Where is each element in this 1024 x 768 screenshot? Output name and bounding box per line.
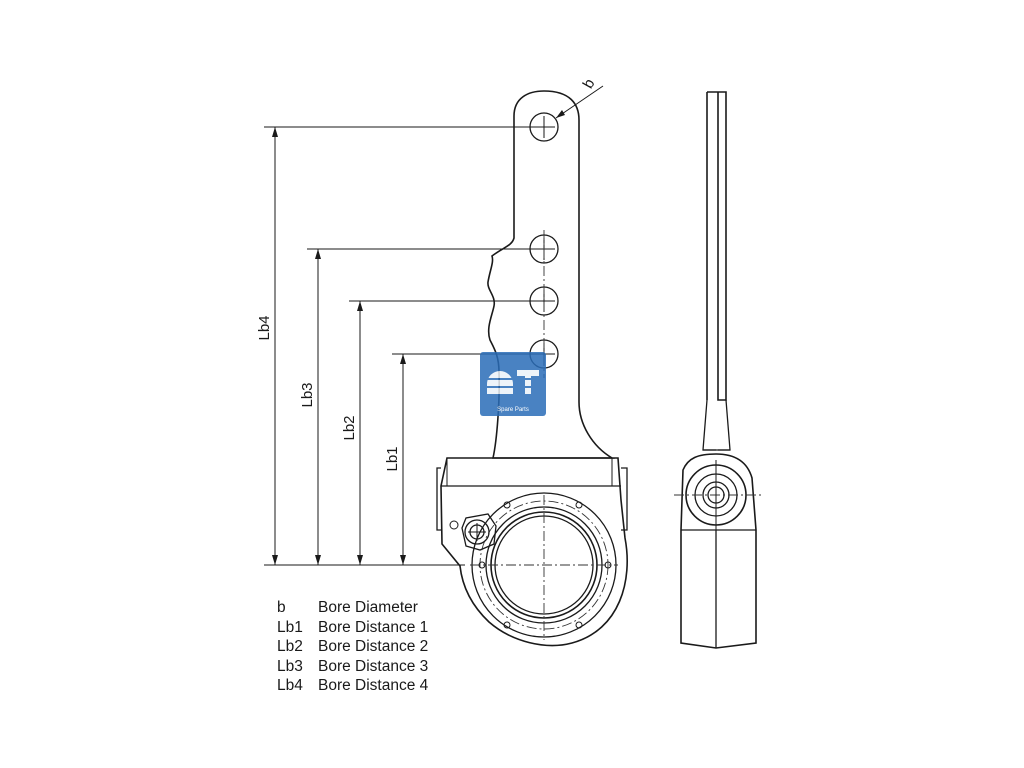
- legend-symbol: Lb1: [277, 618, 303, 636]
- slack-adjuster-side-view: [674, 91, 764, 649]
- side-head-outline: [680, 453, 757, 649]
- legend-description: Bore Distance 2: [318, 638, 429, 655]
- side-arm-outline: [707, 91, 727, 401]
- lb4-label: Lb4: [256, 315, 273, 340]
- legend-row: Lb2 Bore Distance 2: [277, 637, 428, 657]
- legend-description: Bore Distance 3: [318, 657, 429, 675]
- lb1-label: Lb1: [384, 446, 401, 471]
- spline-bore: [470, 492, 618, 640]
- legend-description: Bore Distance 4: [318, 677, 429, 694]
- housing-right-side: [621, 467, 628, 531]
- legend-row: b Bore Diameter: [277, 598, 428, 618]
- legend: b Bore Diameter Lb1 Bore Distance 1 Lb2 …: [277, 598, 428, 696]
- head-housing: [440, 457, 628, 647]
- housing-left-side: [436, 467, 441, 531]
- legend-description: Bore Distance 1: [318, 618, 429, 636]
- legend-row: Lb3 Bore Distance 3: [277, 657, 428, 677]
- b-label: b: [580, 76, 599, 92]
- logo-text: Spare Parts: [497, 407, 529, 413]
- adjuster-nut: [449, 513, 497, 551]
- legend-symbol: Lb4: [277, 677, 303, 694]
- lb2-label: Lb2: [341, 415, 358, 440]
- legend-row: Lb1 Bore Distance 1: [277, 618, 428, 638]
- dt-spare-parts-logo: Spare Parts: [480, 352, 546, 416]
- legend-symbol: b: [277, 599, 286, 616]
- legend-symbol: Lb2: [277, 638, 303, 655]
- legend-description: Bore Diameter: [318, 599, 418, 616]
- lb3-label: Lb3: [299, 382, 316, 407]
- legend-symbol: Lb3: [277, 657, 303, 675]
- b-leader-line: [555, 85, 604, 119]
- dimension-lines: Lb4 Lb3 Lb2 Lb1 b: [256, 76, 604, 566]
- legend-row: Lb4 Bore Distance 4: [277, 676, 428, 696]
